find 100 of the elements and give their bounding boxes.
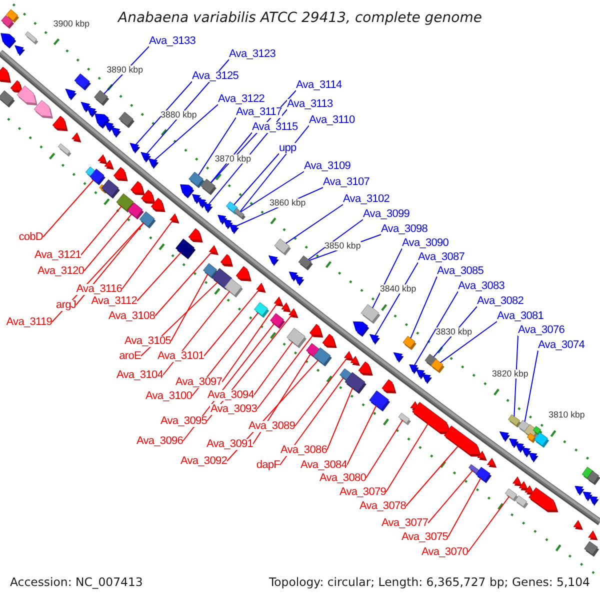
gene-feature (268, 255, 279, 266)
gene-label: Ava_3093 (210, 404, 257, 414)
gene-label: Ava_3077 (381, 518, 428, 528)
gene-block (118, 112, 134, 128)
gene-feature (52, 116, 68, 132)
gene-feature (350, 356, 360, 366)
gene-block (398, 412, 411, 426)
gene-feature (574, 486, 584, 496)
gene-label: Ava_3097 (175, 376, 222, 388)
scale-label: 3850 kbp (324, 242, 361, 251)
gene-feature (370, 334, 380, 345)
gene-label: Ava_3101 (157, 350, 204, 362)
leader-line (252, 353, 312, 444)
leader-line (222, 303, 278, 382)
gene-label: Ava_3096 (136, 436, 183, 446)
gene-block (176, 238, 196, 260)
gene-feature (528, 487, 558, 512)
leader-line (154, 252, 212, 316)
gene-feature (393, 352, 404, 363)
gene-feature (358, 361, 373, 376)
gene-block (584, 541, 600, 557)
leader-line (42, 179, 94, 238)
gene-label: Ava_3125 (192, 70, 239, 82)
gene-block (402, 336, 416, 350)
gene-feature (512, 476, 522, 486)
gene-feature (10, 80, 23, 93)
leader-line (233, 153, 280, 206)
leader-line (414, 291, 458, 366)
gene-feature (444, 426, 482, 457)
gene-feature (113, 166, 128, 182)
leader-line (135, 81, 192, 145)
gene-block (534, 432, 550, 448)
gene-label: Ava_3082 (477, 296, 524, 306)
gene-block (74, 73, 91, 91)
title: Anabaena variabilis ATCC 29413, complete genome (118, 11, 482, 26)
gene-label: Ava_3107 (323, 176, 370, 188)
scale-label: 3880 kbp (160, 110, 197, 120)
gene-label: Ava_3098 (381, 224, 428, 234)
gene-block (286, 328, 307, 348)
gene-block (188, 172, 204, 188)
gene-label: Ava_3112 (91, 296, 137, 306)
gene-block (234, 208, 246, 220)
leader-line (406, 445, 459, 506)
gene-label: Ava_3114 (296, 80, 342, 90)
gene-label: Ava_3091 (206, 438, 253, 450)
gene-feature (98, 154, 108, 164)
genome-summary: Topology: circular; Length: 6,365,727 bp; Genes: 5,104 (268, 576, 590, 588)
gene-block (127, 202, 144, 220)
leader-line (140, 282, 218, 356)
gene-feature (65, 88, 77, 100)
gene-label: upp (279, 142, 296, 154)
gene-label: Ava_3113 (287, 98, 333, 110)
gene-feature (150, 198, 166, 212)
gene-feature (110, 127, 122, 138)
scale-label: 3810 kbp (548, 410, 585, 420)
gene-label: cobD (18, 232, 43, 242)
gene-feature (229, 224, 239, 234)
accession-text: Accession: NC_007413 (10, 576, 143, 588)
gene-feature (104, 160, 114, 170)
leader-line (514, 335, 518, 417)
gene-block (514, 495, 528, 509)
leader-line (410, 276, 438, 339)
gene-block (586, 470, 600, 486)
gene-feature (382, 379, 396, 394)
gene-label: argJ (56, 300, 76, 310)
gene-label: Ava_3121 (34, 250, 81, 260)
gene-label: Ava_3102 (343, 194, 390, 204)
gene-label: Ava_3083 (458, 280, 505, 292)
gene-feature (589, 496, 599, 506)
gene-feature (281, 302, 291, 312)
gene-feature (203, 203, 213, 214)
gene-feature (256, 282, 266, 293)
gene-block (504, 488, 518, 502)
gene-feature (14, 45, 25, 56)
gene-label: Ava_3089 (248, 420, 295, 432)
leader-line (326, 387, 354, 450)
gene-block (430, 358, 444, 374)
gene-label: Ava_3122 (218, 94, 265, 104)
gene-feature (573, 520, 583, 530)
leader-line (80, 206, 122, 256)
gene-label: Ava_3081 (497, 310, 544, 322)
gene-block (313, 347, 332, 367)
gene-feature (130, 181, 145, 196)
leader-line (192, 312, 259, 396)
scale-label: 3890 kbp (106, 65, 143, 74)
leader-line (440, 321, 498, 364)
gene-label: Ava_3110 (309, 114, 355, 126)
gene-feature (288, 308, 298, 318)
gene-feature (16, 85, 38, 106)
gene-feature (422, 374, 432, 384)
gene-label: Ava_3070 (421, 546, 468, 558)
leader-line (204, 289, 260, 356)
gene-label: Ava_3100 (145, 390, 192, 402)
gene-label: Ava_3075 (401, 532, 448, 542)
leader-line (448, 477, 482, 538)
gene-feature (528, 452, 538, 462)
gene-feature (148, 158, 159, 169)
leader-line (76, 222, 144, 306)
gene-feature (220, 254, 233, 267)
gene-label: Ava_3087 (418, 252, 465, 262)
